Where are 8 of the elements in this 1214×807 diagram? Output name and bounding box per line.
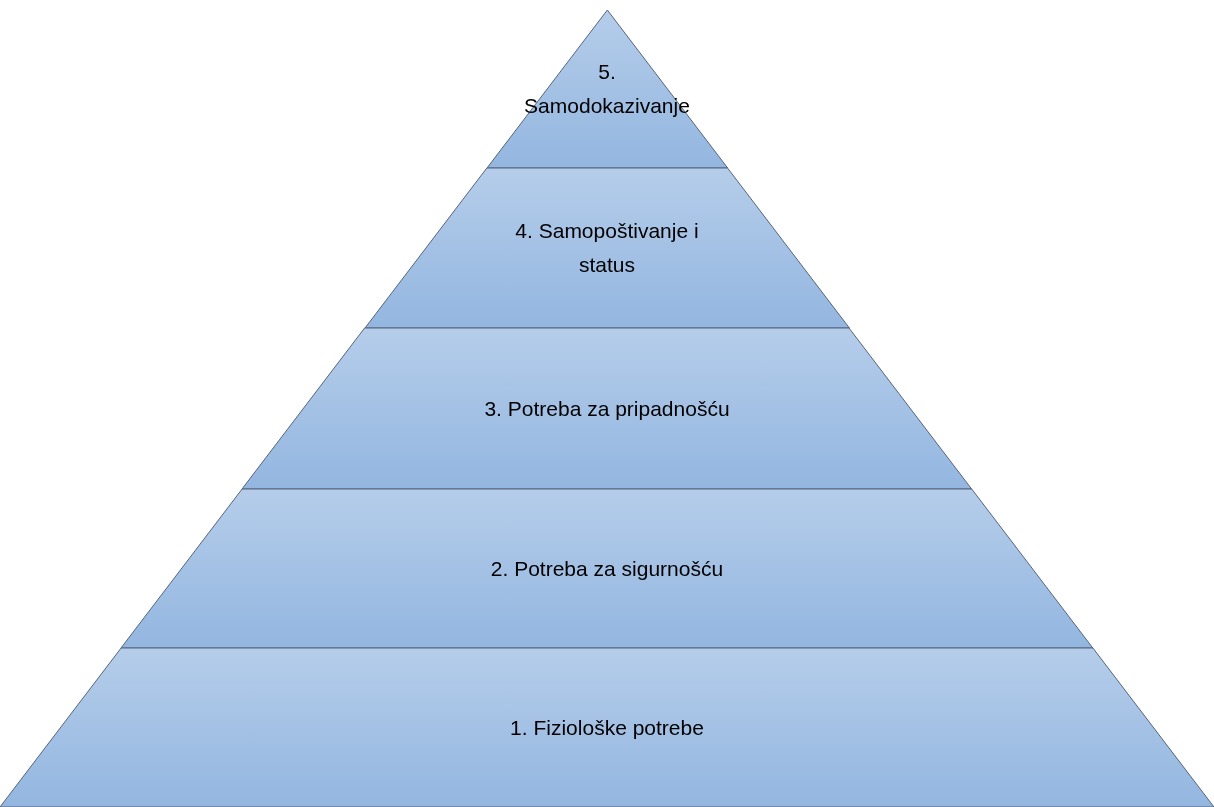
level-label: 4. Samopoštivanje i status (514, 218, 700, 278)
level-label: 2. Potreba za sigurnošću (490, 555, 724, 582)
level-label: 5. Samodokazivanje (523, 59, 691, 119)
level-label: 3. Potreba za pripadnošću (484, 395, 730, 422)
pyramid-level (121, 489, 1093, 648)
pyramid-level (0, 648, 1214, 807)
level-label: 1. Fiziološke potrebe (510, 714, 704, 741)
pyramid-level (242, 328, 972, 489)
